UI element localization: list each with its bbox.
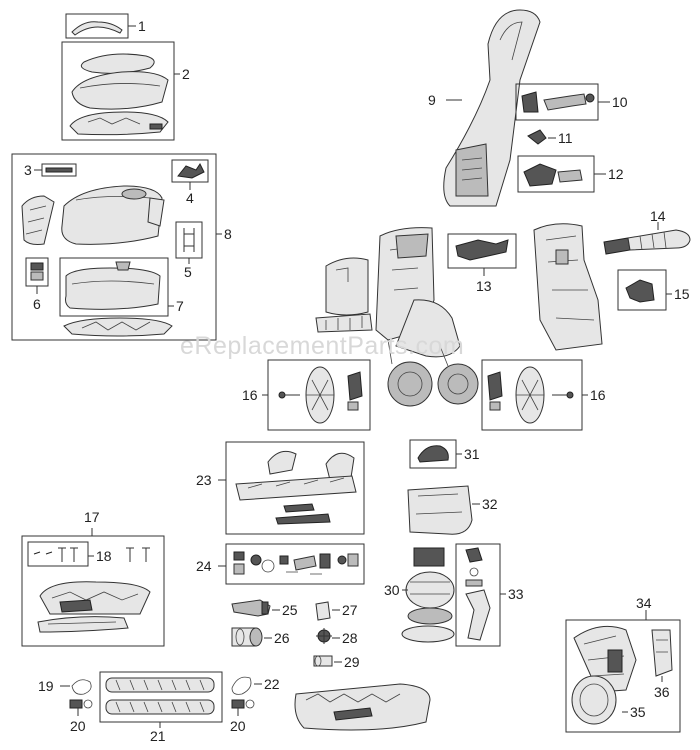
- part-4-latch: [171, 159, 209, 183]
- callout-20-right: 20: [230, 718, 246, 734]
- callout-28: 28: [342, 630, 358, 646]
- callout-10: 10: [612, 94, 628, 110]
- part-16-wheel-right: [481, 359, 583, 431]
- callout-19: 19: [38, 678, 54, 694]
- part-8-tank-body: [21, 185, 165, 245]
- part-28-gear: [316, 628, 332, 644]
- callout-5: 5: [184, 264, 192, 280]
- part-22-belt: [231, 676, 252, 695]
- callout-22: 22: [264, 676, 280, 692]
- callout-16-right: 16: [590, 387, 606, 403]
- part-1-tank-handle: [65, 13, 129, 39]
- part-23-brush-housing: [225, 441, 365, 535]
- part-3-clip: [41, 163, 77, 177]
- callout-13: 13: [476, 278, 492, 294]
- callout-23: 23: [196, 472, 212, 488]
- main-body-frame: [375, 227, 479, 407]
- callout-8: 8: [224, 226, 232, 242]
- callout-2: 2: [182, 66, 190, 82]
- base-foot-assembly: [294, 683, 431, 731]
- part-16-wheel-left: [267, 359, 371, 431]
- part-14-hose-connector: [603, 229, 691, 255]
- callout-24: 24: [196, 558, 212, 574]
- rear-cover-panel: [315, 257, 373, 333]
- part-12-valve-assembly: [517, 155, 595, 193]
- part-33-duct-kit: [455, 543, 501, 647]
- part-20-end-cap-left: [69, 699, 93, 709]
- callout-35: 35: [630, 704, 646, 720]
- part-29-fitting: [313, 655, 333, 667]
- part-25-nozzle: [231, 599, 271, 617]
- part-30-motor-assembly: [401, 547, 455, 643]
- callout-17: 17: [84, 509, 100, 525]
- tank-base-plate: [63, 317, 173, 337]
- part-11-clip: [527, 129, 547, 145]
- part-26-motor: [231, 627, 263, 647]
- callout-36: 36: [654, 684, 670, 700]
- callout-12: 12: [608, 166, 624, 182]
- callout-14: 14: [650, 208, 666, 224]
- callout-32: 32: [482, 496, 498, 512]
- part-31-cap: [409, 439, 457, 469]
- callout-27: 27: [342, 602, 358, 618]
- callout-34: 34: [636, 595, 652, 611]
- callout-3: 3: [24, 162, 32, 178]
- callout-7: 7: [176, 298, 184, 314]
- part-7-solution-tank: [59, 257, 169, 317]
- part-32-recovery-tank: [407, 485, 473, 535]
- part-20-end-cap-right: [231, 699, 255, 709]
- part-21-brush-rolls: [99, 671, 223, 723]
- part-34-attachment-kit: [565, 619, 681, 733]
- part-27-bracket: [315, 601, 331, 621]
- callout-1: 1: [138, 18, 146, 34]
- part-13-pump-group: [447, 233, 517, 269]
- watermark: eReplacementParts.com: [180, 332, 464, 360]
- part-24-hardware-kit: [225, 543, 365, 585]
- callout-33: 33: [508, 586, 524, 602]
- callout-15: 15: [674, 286, 690, 302]
- part-17-nozzle-assembly: [21, 535, 165, 647]
- part-2-tank-lid-assembly: [61, 41, 175, 141]
- front-cover-panel: [533, 223, 603, 351]
- callout-4: 4: [186, 190, 194, 206]
- part-9-handle: [443, 9, 541, 207]
- callout-16-left: 16: [242, 387, 258, 403]
- callout-31: 31: [464, 446, 480, 462]
- callout-9: 9: [428, 92, 436, 108]
- callout-11: 11: [558, 130, 573, 146]
- part-19-belt: [71, 679, 92, 695]
- callout-6: 6: [33, 296, 41, 312]
- assembly-box-8: [11, 153, 217, 341]
- callout-25: 25: [282, 602, 298, 618]
- part-5-spring-clip: [175, 221, 203, 259]
- callout-30: 30: [384, 582, 400, 598]
- callout-26: 26: [274, 630, 290, 646]
- callout-21: 21: [150, 728, 166, 744]
- callout-18: 18: [96, 548, 112, 564]
- part-15-latch: [617, 269, 667, 311]
- part-10-trigger-assembly: [515, 83, 599, 121]
- callout-20-left: 20: [70, 718, 86, 734]
- part-6-cap: [25, 257, 49, 287]
- callout-29: 29: [344, 654, 360, 670]
